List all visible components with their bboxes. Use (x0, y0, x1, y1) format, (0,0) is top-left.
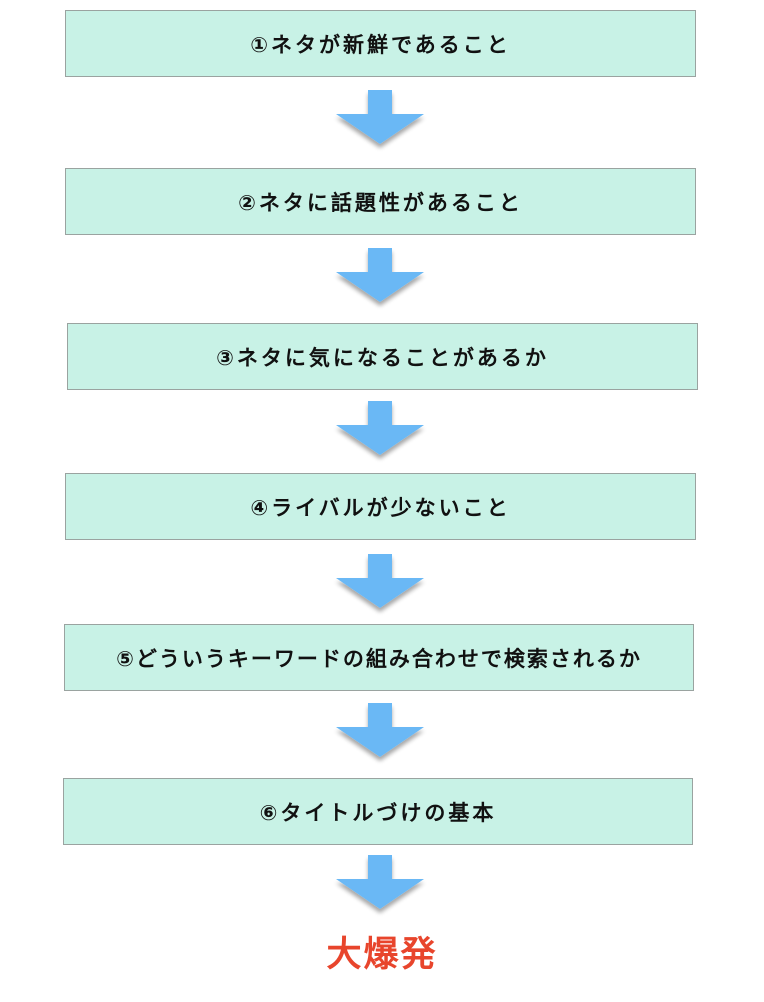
flow-step-1: ①ネタが新鮮であること (65, 10, 696, 77)
flow-step-1-label: ①ネタが新鮮であること (250, 32, 511, 57)
flow-step-3: ③ネタに気になることがあるか (67, 323, 698, 390)
flow-step-6: ⑥タイトルづけの基本 (63, 778, 693, 845)
down-arrow-icon (336, 554, 424, 608)
down-arrow-icon (336, 90, 424, 144)
flow-step-4: ④ライバルが少ないこと (65, 473, 696, 540)
flow-step-4-label: ④ライバルが少ないこと (250, 495, 511, 520)
down-arrow-icon (336, 855, 424, 909)
flow-step-3-label: ③ネタに気になることがあるか (216, 345, 549, 370)
flow-step-6-label: ⑥タイトルづけの基本 (259, 800, 497, 825)
flow-step-5: ⑤どういうキーワードの組み合わせで検索されるか (64, 624, 694, 691)
down-arrow-icon (336, 248, 424, 302)
down-arrow-icon (336, 401, 424, 455)
flow-step-2: ②ネタに話題性があること (65, 168, 696, 235)
flow-step-5-label: ⑤どういうキーワードの組み合わせで検索されるか (116, 646, 642, 671)
down-arrow-icon (336, 703, 424, 757)
flow-step-2-label: ②ネタに話題性があること (238, 190, 523, 215)
result-label: 大爆発 (326, 935, 438, 975)
